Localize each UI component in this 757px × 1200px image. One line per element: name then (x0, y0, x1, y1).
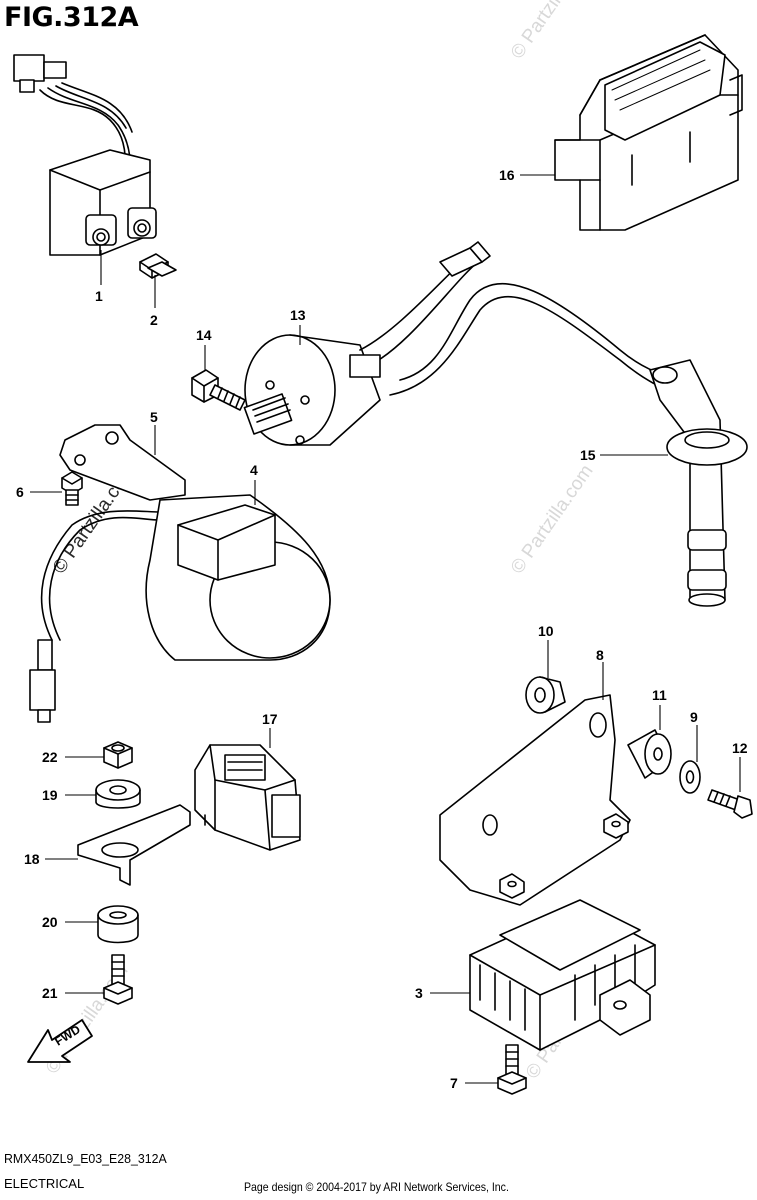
callout-17: 17 (262, 711, 278, 727)
bracket-part-5[interactable] (59, 424, 186, 501)
callout-1: 1 (95, 288, 103, 304)
bushing-part-19[interactable] (95, 779, 141, 809)
copyright-notice: Page design © 2004-2017 by ARI Network S… (244, 1180, 509, 1194)
callout-21: 21 (42, 985, 58, 1001)
section-label: ELECTRICAL (4, 1176, 85, 1191)
regulator-part[interactable] (469, 899, 656, 1051)
starter-relay-part[interactable] (13, 54, 157, 256)
screw-part-2[interactable] (139, 253, 177, 279)
ignition-coil-part[interactable] (243, 241, 681, 446)
connector-part-17[interactable] (194, 744, 301, 851)
nut-part-22[interactable] (103, 741, 133, 769)
callout-labels: 1 2 3 4 5 6 7 8 9 10 11 12 13 14 15 16 1… (16, 167, 748, 1091)
model-code: RMX450ZL9_E03_E28_312A (4, 1151, 167, 1166)
callout-19: 19 (42, 787, 58, 803)
callout-13: 13 (290, 307, 306, 323)
bolt-part-7[interactable] (497, 1044, 527, 1095)
callout-6: 6 (16, 484, 24, 500)
bolt-part-14[interactable] (191, 369, 246, 411)
plug-cap-part[interactable] (649, 359, 748, 607)
grommet-part-20[interactable] (97, 905, 139, 944)
callout-20: 20 (42, 914, 58, 930)
callout-3: 3 (415, 985, 423, 1001)
callout-10: 10 (538, 623, 554, 639)
bolt-part-21[interactable] (103, 954, 133, 1005)
grommet-part-11[interactable] (627, 729, 672, 779)
callout-18: 18 (24, 851, 40, 867)
callout-16: 16 (499, 167, 515, 183)
watermark-text: © Partzilla.com (507, 461, 598, 578)
callout-15: 15 (580, 447, 596, 463)
ecm-part[interactable] (554, 34, 743, 231)
callout-12: 12 (732, 740, 748, 756)
plate-part-18[interactable] (77, 804, 191, 886)
forward-arrow-icon (27, 1019, 93, 1063)
callout-22: 22 (42, 749, 58, 765)
callout-9: 9 (690, 709, 698, 725)
callout-11: 11 (652, 687, 667, 703)
callout-5: 5 (150, 409, 158, 425)
watermark-text: © Partzilla.com (507, 0, 598, 63)
washer-part-9[interactable] (679, 760, 701, 794)
bolt-part-12[interactable] (707, 789, 753, 819)
callout-7: 7 (450, 1075, 458, 1091)
bracket-part-8[interactable] (439, 694, 631, 906)
callout-8: 8 (596, 647, 604, 663)
leader-lines (30, 174, 741, 1084)
callout-4: 4 (250, 462, 258, 478)
callout-14: 14 (196, 327, 212, 343)
figure-title: FIG.312A (4, 2, 139, 33)
collar-part-10[interactable] (525, 676, 566, 714)
bolt-part-6[interactable] (61, 471, 83, 506)
callout-2: 2 (150, 312, 158, 328)
capacitor-part[interactable] (29, 494, 331, 723)
